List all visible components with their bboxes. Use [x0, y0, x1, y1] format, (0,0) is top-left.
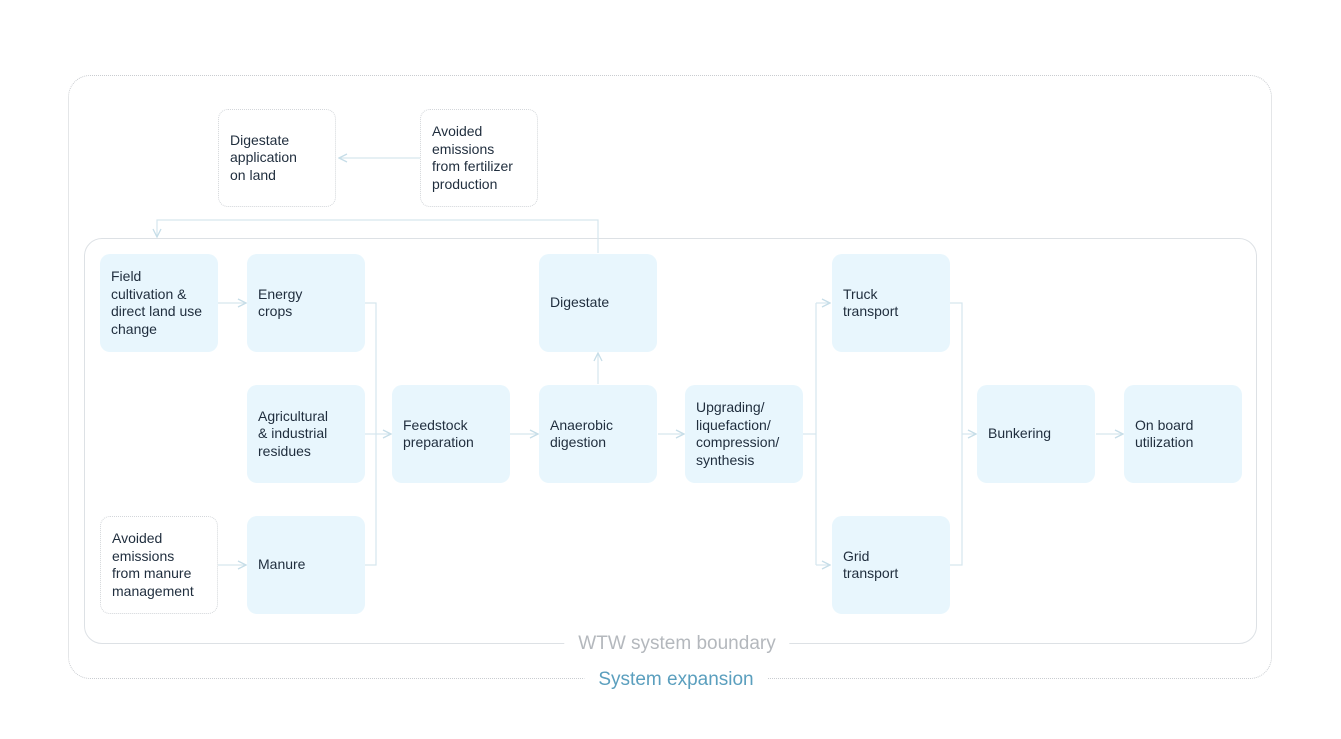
node-digestate: Digestate [539, 254, 657, 352]
wtw-boundary-label: WTW system boundary [564, 633, 790, 655]
node-label: Bunkering [988, 425, 1052, 442]
node-manure: Manure [247, 516, 365, 614]
node-label: Manure [258, 556, 306, 573]
node-upgrading: Upgrading/liquefaction/compression/synth… [685, 385, 803, 483]
system-expansion-label: System expansion [584, 669, 768, 691]
connector-energy-crops [365, 302, 377, 434]
arrow-digestate-to-field [157, 219, 599, 253]
node-label: Digestate [550, 294, 610, 311]
node-bunkering: Bunkering [977, 385, 1095, 483]
connector-truck [950, 302, 963, 566]
node-label: Upgrading/liquefaction/compression/synth… [696, 399, 780, 468]
connector-manure [365, 434, 377, 566]
